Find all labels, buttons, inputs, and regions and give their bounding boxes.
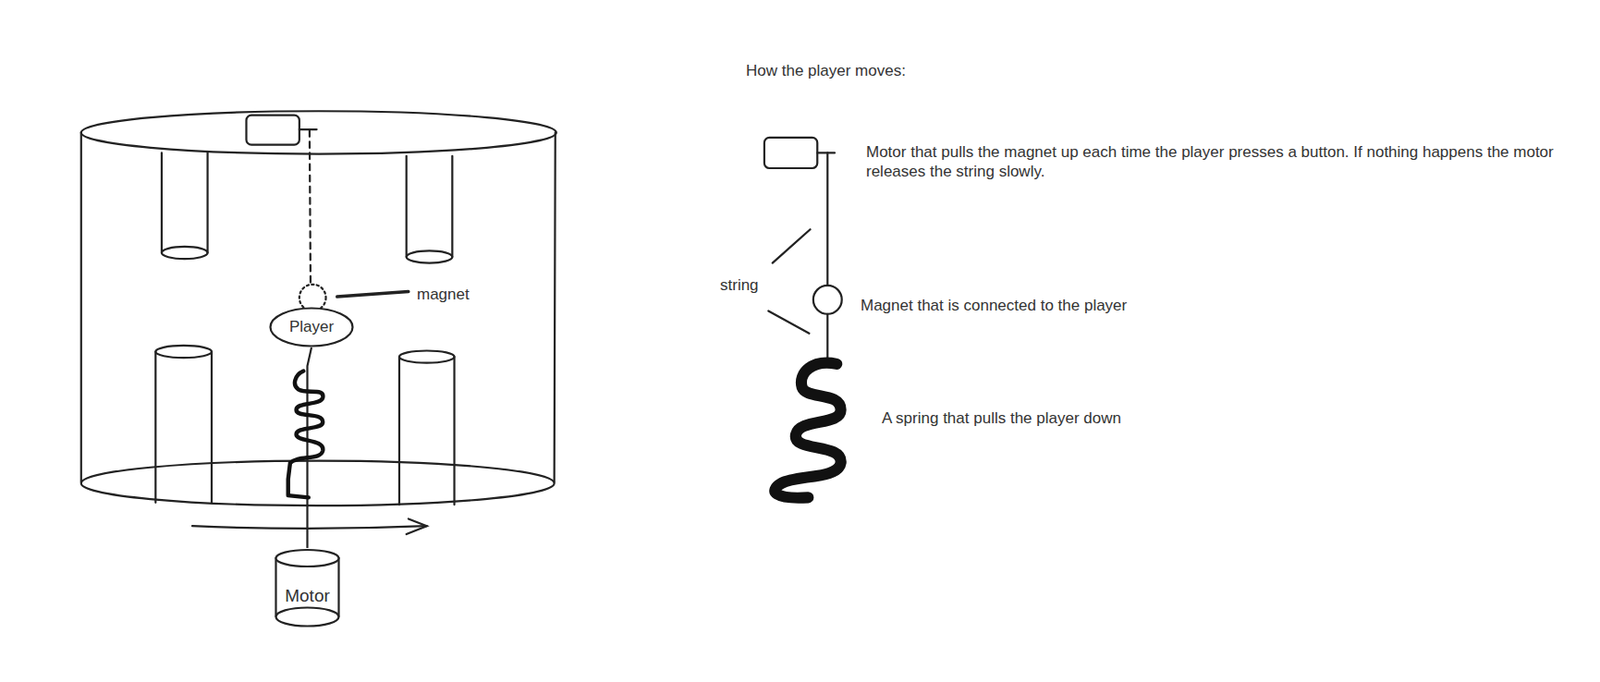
section-title: How the player moves:	[745, 61, 906, 81]
node-content: Motor	[284, 586, 330, 608]
pillar	[210, 352, 213, 503]
pillar	[451, 156, 453, 257]
spring-symbol	[774, 363, 841, 499]
housing-bottom	[81, 461, 555, 507]
string-line	[826, 152, 829, 285]
pillar	[398, 356, 401, 505]
node-content: Player	[289, 317, 334, 337]
rotation-arrowhead	[406, 518, 428, 535]
housing-side	[80, 132, 83, 482]
magnet-circle	[813, 285, 843, 315]
leader-line	[768, 310, 809, 333]
node-label: Motor	[284, 586, 330, 608]
shaft-line	[307, 347, 313, 549]
callout-label: string	[720, 275, 759, 295]
description-text: Motor that pulls the magnet up each time…	[866, 142, 1569, 182]
pillar	[206, 152, 208, 253]
pillar	[405, 156, 408, 257]
node-label: Player	[289, 317, 334, 337]
top-motor-box	[245, 115, 299, 146]
rotation-arrow	[192, 525, 428, 529]
ellipse-outline	[270, 308, 354, 347]
leader-line	[772, 229, 811, 263]
pillar	[160, 152, 163, 253]
motor-box	[764, 137, 818, 169]
cylinder-body	[276, 557, 340, 627]
cylinder-base	[276, 608, 340, 618]
pillar-end	[406, 250, 453, 263]
pillar	[154, 352, 157, 503]
pillar-end	[161, 246, 208, 259]
spring-symbol	[288, 371, 324, 499]
housing-top	[81, 110, 557, 154]
player-ellipse: Player	[268, 306, 355, 348]
motor-axle	[817, 151, 835, 154]
pillar-end	[155, 345, 212, 358]
motor-cylinder: Motor	[274, 548, 341, 628]
callout-label: magnet	[416, 284, 470, 305]
pillar-end	[399, 350, 455, 363]
housing-side	[554, 132, 556, 482]
description-text: Magnet that is connected to the player	[860, 295, 1127, 316]
cylinder-top	[276, 549, 340, 567]
magnet-circle	[299, 284, 327, 312]
leader-line	[337, 291, 409, 297]
pillar	[452, 356, 455, 505]
string-line	[826, 314, 829, 364]
string-line	[309, 130, 311, 285]
description-text: A spring that pulls the player down	[881, 408, 1122, 428]
motor-axle	[299, 128, 318, 131]
